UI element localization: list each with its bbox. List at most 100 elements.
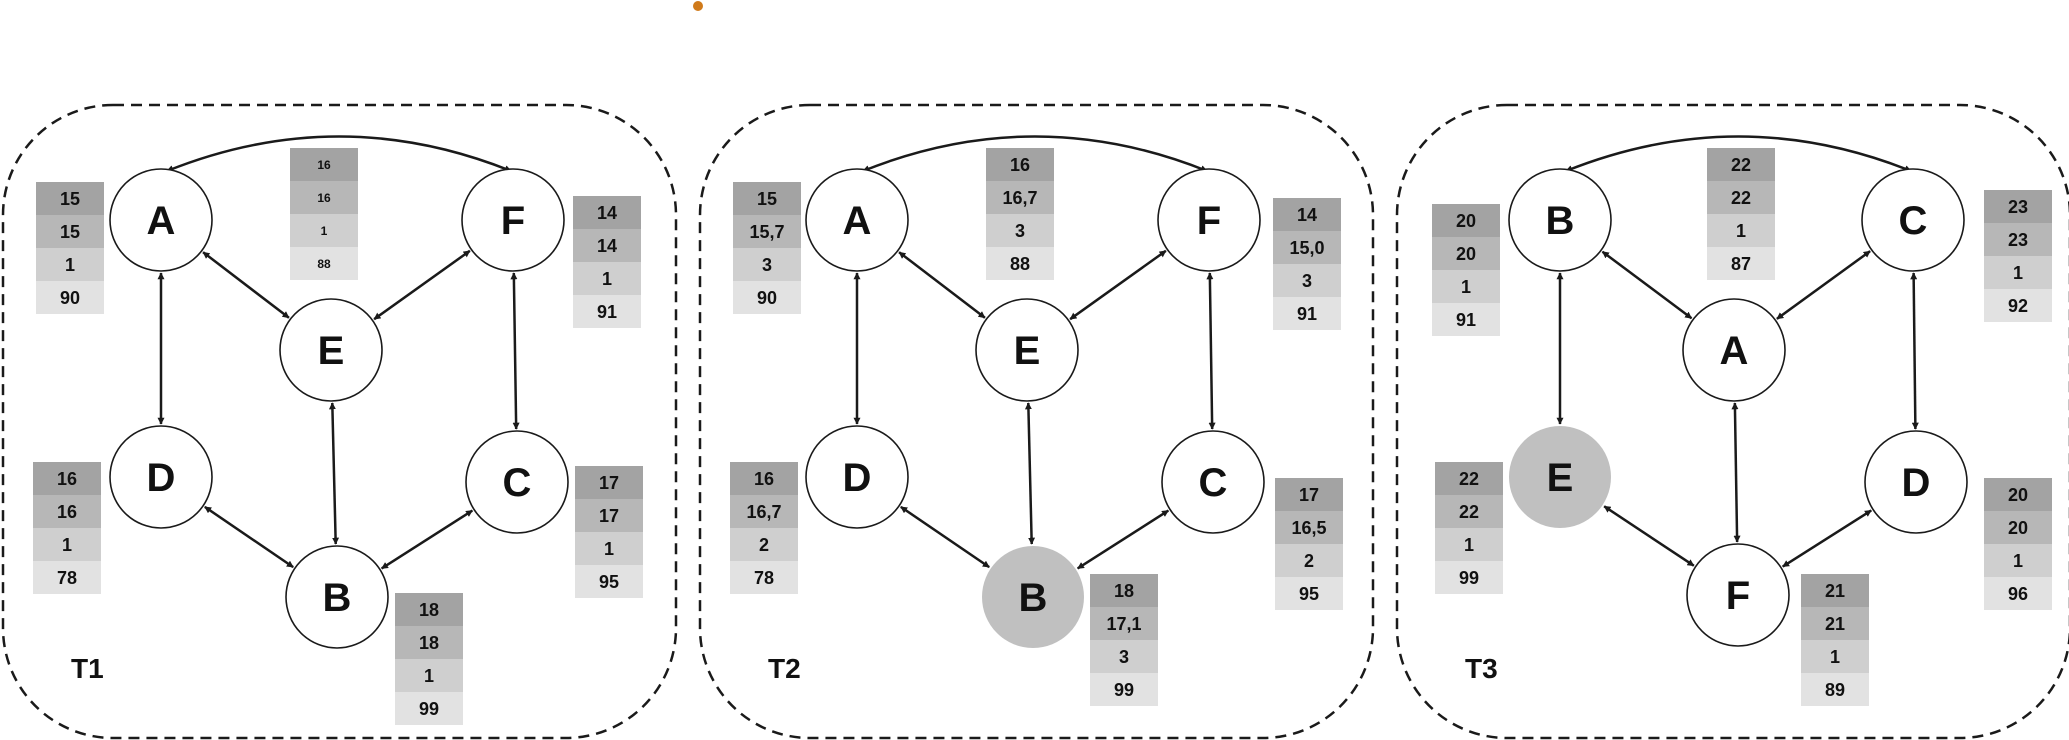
stack-cell <box>1435 528 1503 561</box>
stack-cell <box>1090 574 1158 607</box>
edge-f-e <box>1069 249 1167 321</box>
stack-cell <box>575 565 643 598</box>
node-label: F <box>1197 199 1221 243</box>
stack-value: 1 <box>1830 647 1840 667</box>
stack-cell <box>573 196 641 229</box>
stack-cell <box>733 182 801 215</box>
edge-d-b <box>1603 505 1695 567</box>
stack-cell <box>1984 190 2052 223</box>
stack-value: 1 <box>62 535 72 555</box>
edge-c-b <box>1782 509 1872 568</box>
stack-value: 3 <box>1302 271 1312 291</box>
node-label: A <box>147 199 176 243</box>
node-label: E <box>1547 456 1574 500</box>
stack-cell <box>1435 495 1503 528</box>
node-b: B <box>285 545 389 649</box>
node-d: D <box>109 425 213 529</box>
stack-value: 16 <box>57 502 77 522</box>
stack-value: 21 <box>1825 581 1845 601</box>
stack-value: 99 <box>1459 568 1479 588</box>
stack-cell <box>1984 577 2052 610</box>
edge-a-e <box>1601 250 1693 320</box>
edge-f-c <box>1910 272 1919 430</box>
node-label: C <box>503 461 532 505</box>
stack-cell <box>1090 640 1158 673</box>
stack-value: 1 <box>424 666 434 686</box>
stack-value: 16 <box>754 469 774 489</box>
stack-cell <box>1275 544 1343 577</box>
stack-value: 91 <box>1456 310 1476 330</box>
stack-cell <box>1275 511 1343 544</box>
stack-cell <box>290 214 358 247</box>
node-label: E <box>318 329 345 373</box>
edge-a-f <box>862 135 1208 173</box>
stack-cell <box>1984 544 2052 577</box>
stack-value: 89 <box>1825 680 1845 700</box>
stack-value: 1 <box>604 539 614 559</box>
stack-value: 78 <box>57 568 77 588</box>
node-c: C <box>1861 168 1965 272</box>
stack-cell <box>36 182 104 215</box>
stack-cell <box>33 528 101 561</box>
stack-value: 1 <box>1461 277 1471 297</box>
stack-cell <box>1984 223 2052 256</box>
node-circle <box>805 168 909 272</box>
stack-value: 18 <box>419 633 439 653</box>
node-c: C <box>1161 430 1265 534</box>
stack-cell <box>1984 256 2052 289</box>
edge-d-b <box>204 505 294 569</box>
stack-value: 16 <box>57 469 77 489</box>
stack-cell <box>733 215 801 248</box>
stack-cell <box>290 181 358 214</box>
stack-value: 14 <box>597 236 617 256</box>
stack-value: 99 <box>1114 680 1134 700</box>
node-circle <box>109 168 213 272</box>
node-label: B <box>323 576 352 620</box>
stack-value: 96 <box>2008 584 2028 604</box>
stack-value: 16,7 <box>746 502 781 522</box>
stack-value: 1 <box>2013 263 2023 283</box>
stack-value: 20 <box>1456 244 1476 264</box>
stack-cell <box>290 148 358 181</box>
stack-cell <box>1801 673 1869 706</box>
stack-cell <box>395 593 463 626</box>
stack-value: 14 <box>1297 205 1317 225</box>
node-circle <box>1861 168 1965 272</box>
stack-value: 15,7 <box>749 222 784 242</box>
node-circle <box>975 298 1079 402</box>
stack-value: 16,7 <box>1002 188 1037 208</box>
stack-value: 18 <box>1114 581 1134 601</box>
edge-e-b <box>328 402 340 545</box>
stack-cell <box>395 626 463 659</box>
stack-cell <box>733 281 801 314</box>
stack-cell <box>986 214 1054 247</box>
edge-e-b <box>1024 402 1036 545</box>
node-label: E <box>1014 329 1041 373</box>
stack-cell <box>573 295 641 328</box>
stack-cell <box>733 248 801 281</box>
node-a: A <box>1682 298 1786 402</box>
node-label: C <box>1199 461 1228 505</box>
stack-value: 16,5 <box>1291 518 1326 538</box>
stack-value: 20 <box>1456 211 1476 231</box>
node-f: F <box>1686 543 1790 647</box>
node-circle <box>1161 430 1265 534</box>
stack-cell <box>1435 462 1503 495</box>
stack-value: 23 <box>2008 230 2028 250</box>
node-f: F <box>1157 168 1261 272</box>
node-e: E <box>1509 426 1611 528</box>
stack-cell <box>1275 478 1343 511</box>
stack-cell <box>1090 607 1158 640</box>
stack-value: 22 <box>1459 502 1479 522</box>
edge-f-c <box>510 272 520 430</box>
node-circle <box>1508 168 1612 272</box>
